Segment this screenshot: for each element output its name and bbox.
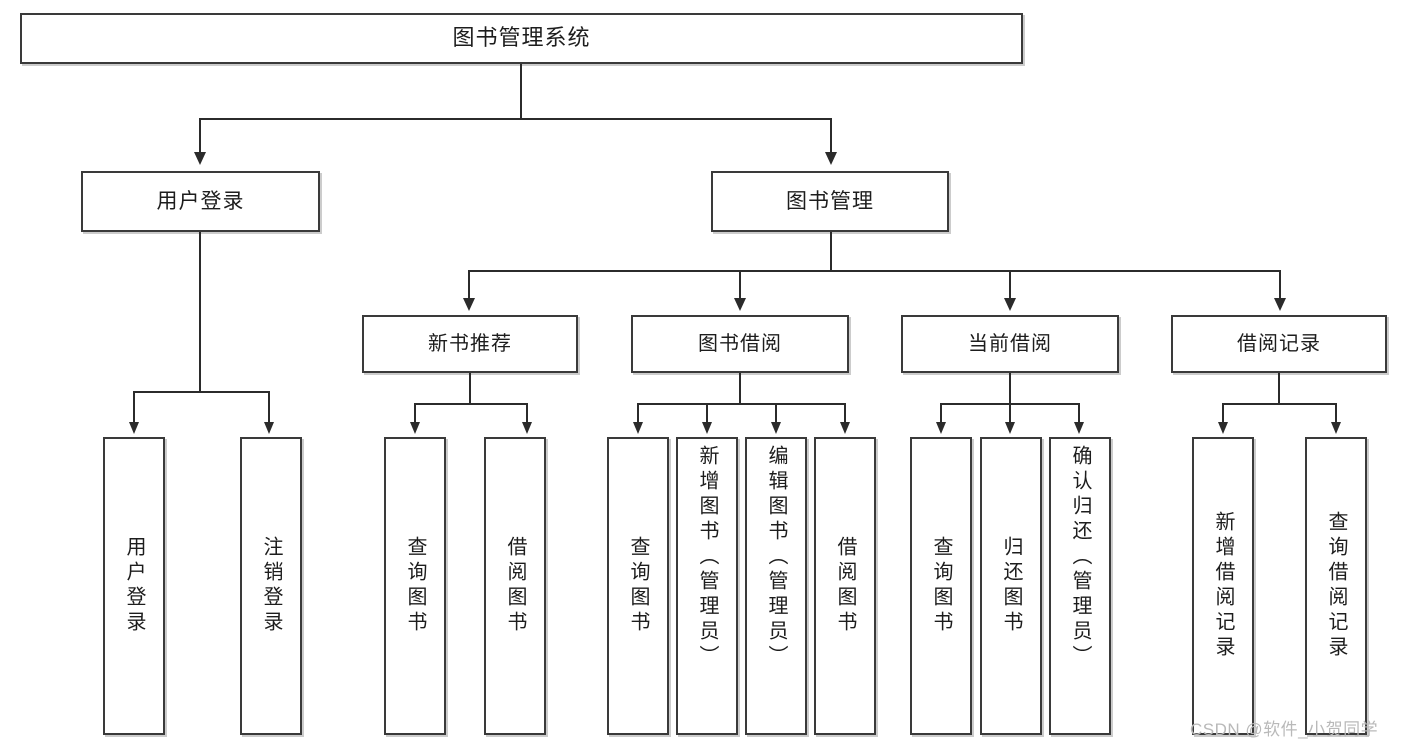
connector-book-mgmt-stem (830, 232, 832, 271)
leaf-book-borrow-query-book[interactable]: 查询图书 (607, 437, 669, 735)
connector-new-book-drop-2 (526, 403, 528, 423)
node-book-borrow[interactable]: 图书借阅 (631, 315, 849, 373)
arrowhead-user-login-leaf-1 (129, 422, 139, 434)
csdn-watermark: CSDN @软件_小贺同学 (1190, 720, 1379, 739)
node-label: 注销登录 (260, 536, 282, 636)
arrowhead-user-login-leaf-2 (264, 422, 274, 434)
connector-user-login-drop-2 (268, 391, 270, 423)
node-label: 借阅图书 (834, 536, 856, 636)
arrowhead-new-book-leaf-2 (522, 422, 532, 434)
connector-book-borrow-drop-1 (637, 403, 639, 423)
connector-new-book-bus (414, 403, 527, 405)
node-label: 归还图书 (1000, 536, 1022, 636)
arrowhead-level3-2 (734, 298, 746, 311)
connector-book-borrow-drop-4 (844, 403, 846, 423)
node-book-management[interactable]: 图书管理 (711, 171, 949, 232)
node-label: 当前借阅 (968, 333, 1052, 355)
arrowhead-current-borrow-leaf-2 (1005, 422, 1015, 434)
connector-current-borrow-drop-3 (1078, 403, 1080, 423)
connector-book-mgmt-drop-2 (739, 270, 741, 299)
connector-book-mgmt-bus (468, 270, 1281, 272)
arrowhead-level3-4 (1274, 298, 1286, 311)
node-borrow-record[interactable]: 借阅记录 (1171, 315, 1387, 373)
leaf-new-book-query-book[interactable]: 查询图书 (384, 437, 446, 735)
connector-user-login-bus (133, 391, 268, 393)
arrowhead-book-borrow-leaf-2 (702, 422, 712, 434)
connector-borrow-record-drop-2 (1335, 403, 1337, 423)
connector-borrow-record-drop-1 (1222, 403, 1224, 423)
connector-book-mgmt-drop-1 (468, 270, 470, 299)
node-label: 查询图书 (627, 536, 649, 636)
node-label: 新增借阅记录 (1212, 511, 1234, 661)
node-label: 用户登录 (156, 189, 245, 213)
arrowhead-borrow-record-leaf-1 (1218, 422, 1228, 434)
node-label: 图书管理系统 (452, 25, 591, 51)
node-current-borrow[interactable]: 当前借阅 (901, 315, 1119, 373)
node-label: 用户登录 (123, 536, 145, 636)
connector-current-borrow-drop-2 (1009, 403, 1011, 423)
connector-user-login-stem (199, 232, 201, 392)
arrowhead-level3-3 (1004, 298, 1016, 311)
leaf-current-borrow-confirm-return-admin[interactable]: 确认归还（管理员） (1049, 437, 1111, 735)
connector-root-bus (199, 118, 832, 120)
leaf-book-borrow-edit-book-admin[interactable]: 编辑图书（管理员） (745, 437, 807, 735)
connector-user-login-drop-1 (133, 391, 135, 423)
leaf-user-login-logout[interactable]: 注销登录 (240, 437, 302, 735)
connector-root-to-book-mgmt (830, 118, 832, 153)
arrowhead-book-borrow-leaf-3 (771, 422, 781, 434)
connector-current-borrow-stem (1009, 373, 1011, 404)
leaf-current-borrow-return-book[interactable]: 归还图书 (980, 437, 1042, 735)
node-label: 新增图书（管理员） (696, 445, 718, 670)
arrowhead-level3-1 (463, 298, 475, 311)
arrowhead-borrow-record-leaf-2 (1331, 422, 1341, 434)
connector-book-mgmt-drop-3 (1009, 270, 1011, 299)
leaf-new-book-borrow-book[interactable]: 借阅图书 (484, 437, 546, 735)
arrowhead-root-to-user-login (194, 152, 206, 165)
node-label: 查询图书 (404, 536, 426, 636)
node-label: 借阅图书 (504, 536, 526, 636)
connector-current-borrow-drop-1 (940, 403, 942, 423)
node-root-system[interactable]: 图书管理系统 (20, 13, 1023, 64)
connector-root-to-user-login (199, 118, 201, 153)
node-label: 新书推荐 (428, 333, 512, 355)
arrowhead-current-borrow-leaf-3 (1074, 422, 1084, 434)
leaf-borrow-record-query-record[interactable]: 查询借阅记录 (1305, 437, 1367, 735)
node-label: 确认归还（管理员） (1069, 445, 1091, 670)
leaf-book-borrow-borrow-book[interactable]: 借阅图书 (814, 437, 876, 735)
node-label: 查询借阅记录 (1325, 511, 1347, 661)
arrowhead-new-book-leaf-1 (410, 422, 420, 434)
connector-borrow-record-bus (1222, 403, 1336, 405)
node-user-login[interactable]: 用户登录 (81, 171, 320, 232)
connector-root-stem (520, 64, 522, 119)
node-new-book-recommend[interactable]: 新书推荐 (362, 315, 578, 373)
arrowhead-root-to-book-mgmt (825, 152, 837, 165)
leaf-user-login-login[interactable]: 用户登录 (103, 437, 165, 735)
connector-new-book-drop-1 (414, 403, 416, 423)
arrowhead-book-borrow-leaf-4 (840, 422, 850, 434)
leaf-borrow-record-add-record[interactable]: 新增借阅记录 (1192, 437, 1254, 735)
connector-book-mgmt-drop-4 (1279, 270, 1281, 299)
node-label: 图书借阅 (698, 333, 782, 355)
connector-book-borrow-stem (739, 373, 741, 404)
leaf-book-borrow-add-book-admin[interactable]: 新增图书（管理员） (676, 437, 738, 735)
connector-book-borrow-bus (637, 403, 845, 405)
arrowhead-current-borrow-leaf-1 (936, 422, 946, 434)
connector-new-book-stem (469, 373, 471, 404)
node-label: 编辑图书（管理员） (765, 445, 787, 670)
connector-book-borrow-drop-2 (706, 403, 708, 423)
arrowhead-book-borrow-leaf-1 (633, 422, 643, 434)
node-label: 图书管理 (786, 189, 874, 213)
connector-borrow-record-stem (1278, 373, 1280, 404)
leaf-current-borrow-query-book[interactable]: 查询图书 (910, 437, 972, 735)
connector-book-borrow-drop-3 (775, 403, 777, 423)
node-label: 借阅记录 (1237, 333, 1321, 355)
node-label: 查询图书 (930, 536, 952, 636)
